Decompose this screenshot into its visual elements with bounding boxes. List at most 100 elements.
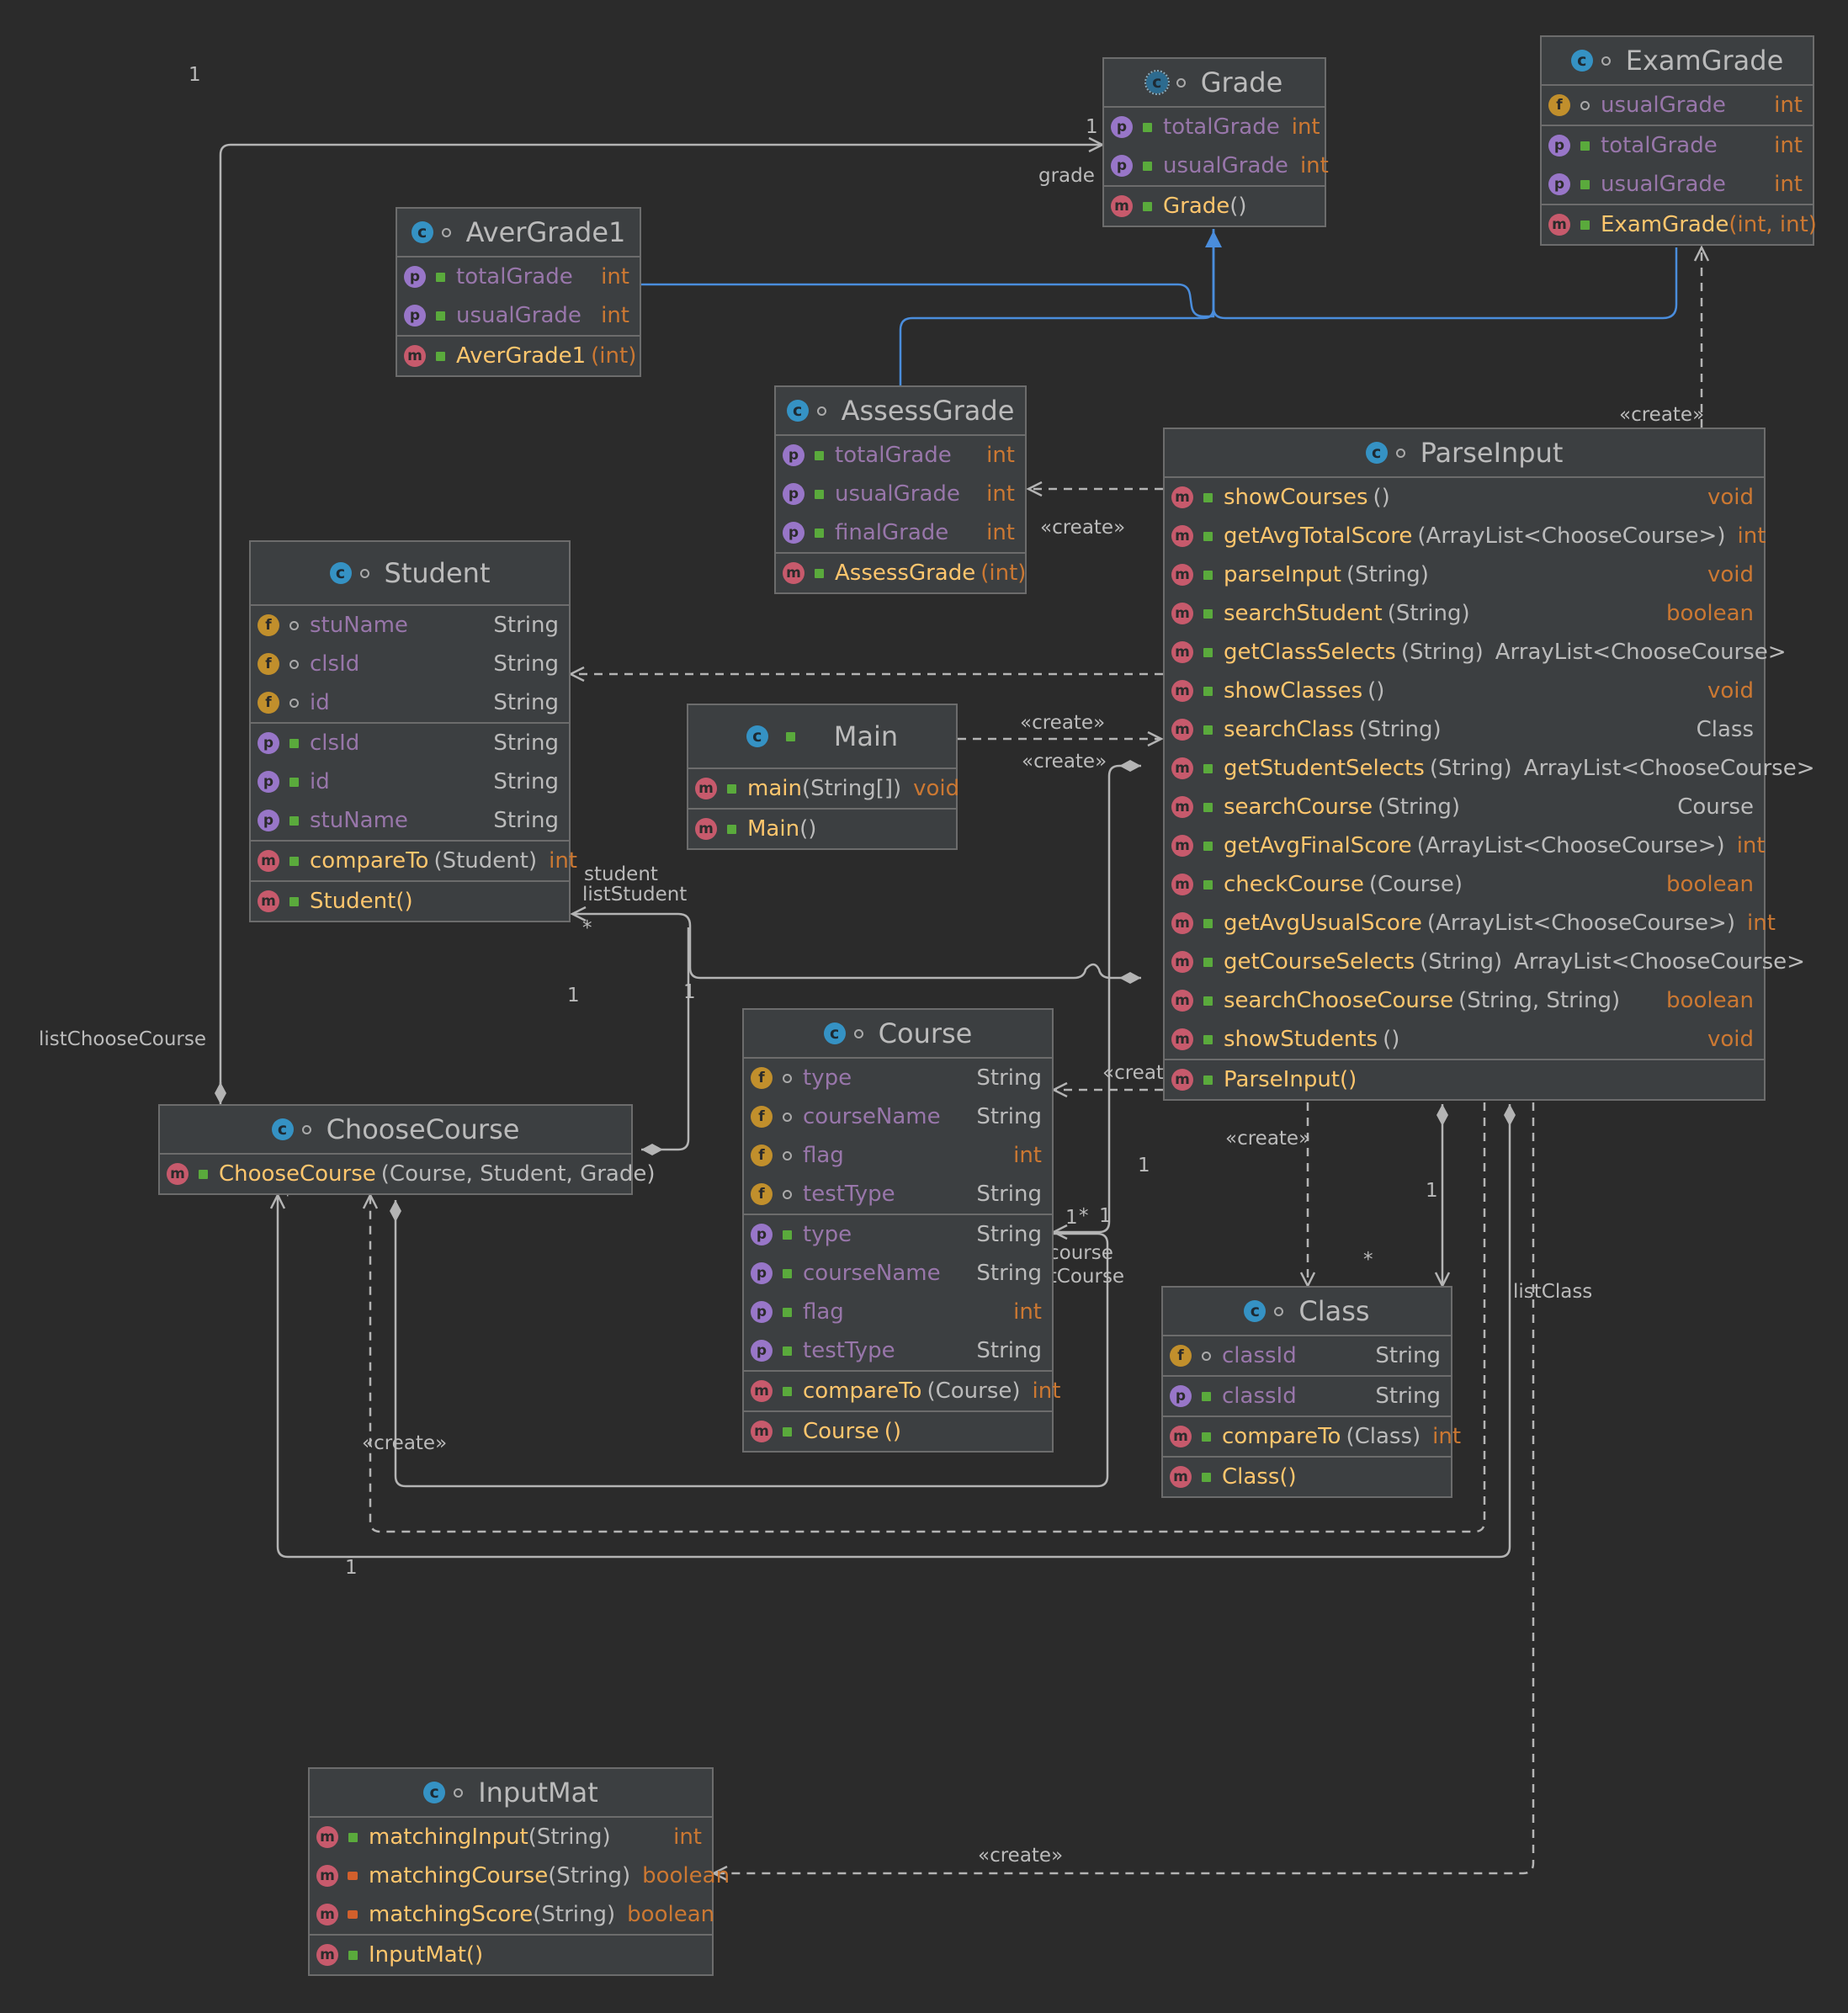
property-icon: p bbox=[404, 305, 426, 327]
method-return-type: int bbox=[1736, 833, 1766, 858]
label-create-choosecourse: «create» bbox=[362, 1432, 448, 1454]
public-icon bbox=[1198, 725, 1217, 735]
method-name: matchingScore bbox=[369, 1902, 534, 1927]
label-listclass-role: listClass bbox=[1513, 1281, 1593, 1303]
method-icon: m bbox=[1171, 1028, 1193, 1050]
method-params: (String) bbox=[1429, 756, 1512, 781]
class-name: Grade bbox=[1200, 66, 1283, 98]
public-icon bbox=[1138, 161, 1156, 171]
class-icon: c bbox=[411, 221, 433, 243]
method-name: searchStudent bbox=[1224, 601, 1383, 626]
public-icon bbox=[1198, 918, 1217, 928]
method-params: (String[]) bbox=[801, 776, 902, 801]
label-one-course: 1 bbox=[1138, 1155, 1150, 1176]
label-one-course-2: 1 bbox=[1065, 1207, 1078, 1229]
method-params: (String) bbox=[1358, 717, 1442, 742]
property-name: id bbox=[310, 769, 330, 794]
constructor-params: () bbox=[1340, 1067, 1357, 1092]
property-name: clsId bbox=[310, 730, 360, 756]
public-icon bbox=[1198, 1034, 1217, 1044]
field-name: id bbox=[310, 690, 330, 715]
class-icon: c bbox=[823, 1022, 846, 1044]
property-name: flag bbox=[803, 1299, 844, 1325]
package-visibility-icon bbox=[1176, 77, 1186, 88]
label-one-student: 1 bbox=[567, 985, 580, 1006]
method-icon: m bbox=[1171, 874, 1193, 895]
class-icon: c bbox=[1570, 50, 1593, 72]
method-name: getAvgFinalScore bbox=[1224, 833, 1412, 858]
